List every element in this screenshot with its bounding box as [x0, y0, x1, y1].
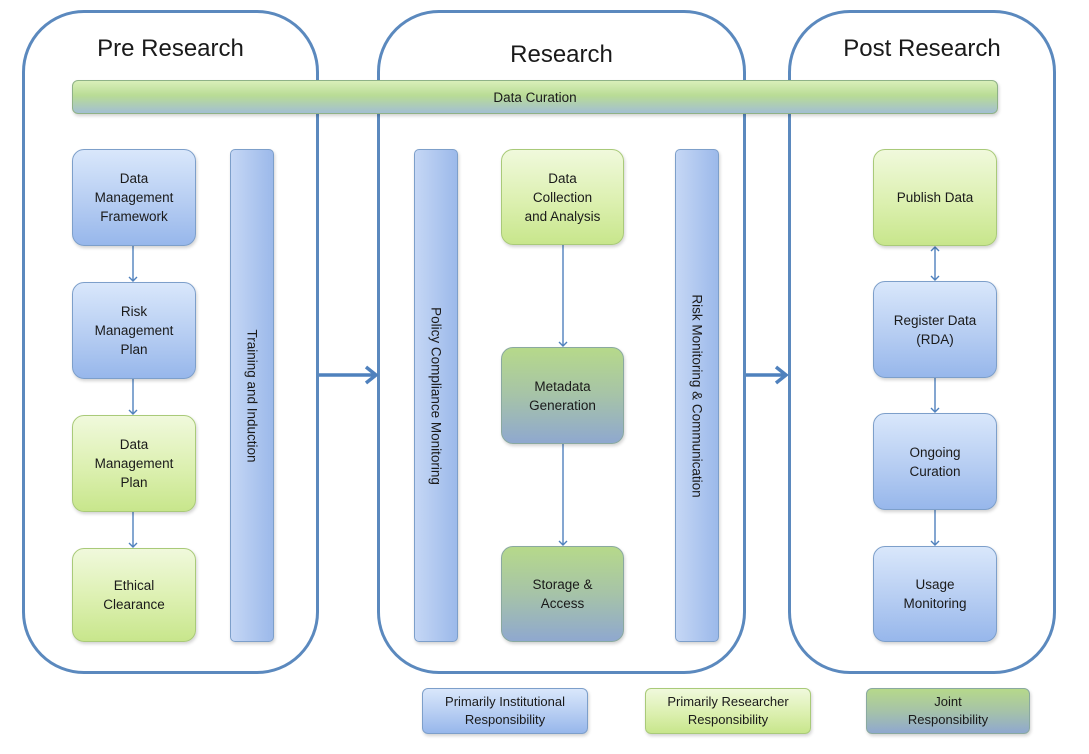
risk-management-plan-box: Risk Management Plan	[72, 282, 196, 379]
data-curation-banner: Data Curation	[72, 80, 998, 114]
data-collection-box: Data Collection and Analysis	[501, 149, 624, 245]
box-label: Storage & Access	[532, 577, 593, 611]
box-label: Risk Management Plan	[94, 304, 174, 357]
policy-compliance-bar: Policy Compliance Monitoring	[414, 149, 458, 642]
legend-researcher: Primarily Researcher Responsibility	[645, 688, 811, 734]
data-management-framework-box: Data Management Framework	[72, 149, 196, 246]
box-label: Ongoing Curation	[909, 444, 961, 479]
ethical-clearance-box: Ethical Clearance	[72, 548, 196, 642]
box-label: Publish Data	[896, 190, 974, 205]
box-label: Data Management Framework	[94, 171, 174, 224]
data-curation-label: Data Curation	[493, 89, 577, 105]
storage-access-box: Storage & Access	[501, 546, 624, 642]
bar-label: Training and Induction	[244, 328, 260, 463]
legend-label: Joint Responsibility	[907, 694, 989, 727]
legend-joint: Joint Responsibility	[866, 688, 1030, 734]
research-title: Research	[510, 41, 613, 68]
data-management-plan-box: Data Management Plan	[72, 415, 196, 512]
register-data-box: Register Data (RDA)	[873, 281, 997, 378]
box-label: Ethical Clearance	[103, 578, 165, 612]
publish-data-box: Publish Data	[873, 149, 997, 246]
box-label: Usage Monitoring	[903, 577, 967, 611]
usage-monitoring-box: Usage Monitoring	[873, 546, 997, 642]
legend-institutional: Primarily Institutional Responsibility	[422, 688, 588, 734]
post-research-title: Post Research	[843, 35, 1001, 62]
risk-monitoring-bar: Risk Monitoring & Communication	[675, 149, 719, 642]
box-label: Register Data (RDA)	[893, 312, 977, 347]
box-label: Data Collection and Analysis	[524, 170, 601, 224]
bar-label: Risk Monitoring & Communication	[689, 293, 705, 498]
pre-research-title: Pre Research	[97, 35, 244, 62]
training-induction-bar: Training and Induction	[230, 149, 274, 642]
box-label: Metadata Generation	[529, 378, 596, 413]
bar-label: Policy Compliance Monitoring	[428, 306, 444, 485]
ongoing-curation-box: Ongoing Curation	[873, 413, 997, 510]
metadata-generation-box: Metadata Generation	[501, 347, 624, 444]
box-label: Data Management Plan	[94, 437, 174, 490]
legend-label: Primarily Institutional Responsibility	[445, 694, 565, 727]
legend-label: Primarily Researcher Responsibility	[667, 694, 789, 727]
